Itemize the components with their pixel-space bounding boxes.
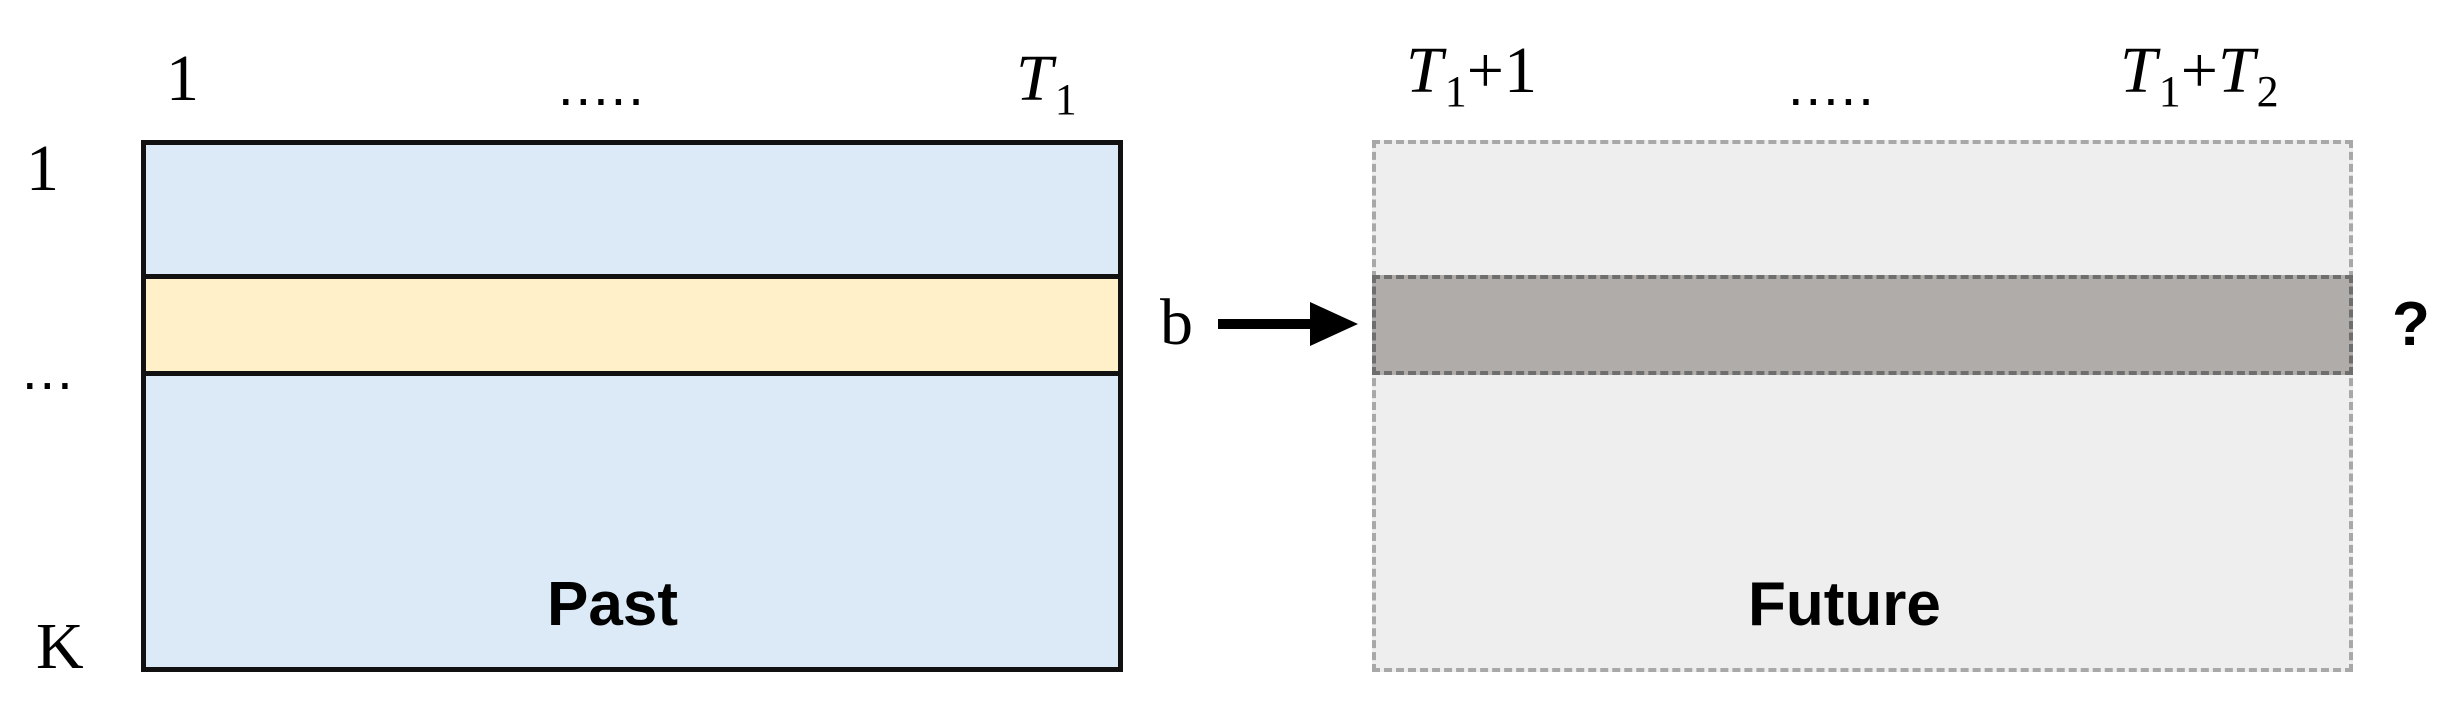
past-col-ellipsis: ..... (558, 54, 646, 117)
past-col-end-var: T (1016, 42, 1053, 115)
future-col-end-plus: + (2180, 34, 2218, 107)
past-col-end-sub: 1 (1054, 75, 1077, 124)
past-col-start-label: 1 (166, 42, 199, 115)
unknown-question-mark: ? (2392, 290, 2430, 359)
row-start-label: 1 (26, 132, 59, 205)
future-col-start-label: T1+1 (1406, 38, 1537, 114)
past-highlighted-row (141, 274, 1123, 376)
future-col-end-label: T1+T2 (2120, 38, 2279, 114)
future-matrix (1372, 140, 2353, 672)
future-col-ellipsis: ..... (1788, 54, 1876, 117)
link-label: b (1160, 286, 1193, 359)
future-label: Future (1748, 570, 1941, 639)
future-col-start-sub: 1 (1444, 67, 1467, 116)
row-ellipsis: ... (22, 338, 75, 401)
future-col-end-var2: T (2217, 34, 2255, 107)
future-col-end-var1: T (2120, 34, 2157, 107)
past-matrix (141, 140, 1123, 672)
right-arrow-icon (1218, 302, 1358, 346)
past-col-end-label: T1 (1016, 46, 1077, 122)
future-col-start-var: T (1406, 34, 1443, 107)
future-col-start-suffix: +1 (1466, 34, 1537, 107)
future-col-end-sub1: 1 (2158, 67, 2181, 116)
future-col-end-sub2: 2 (2256, 67, 2279, 116)
future-unknown-row (1372, 275, 2353, 375)
past-label: Past (547, 570, 678, 639)
row-end-label: K (36, 610, 84, 683)
